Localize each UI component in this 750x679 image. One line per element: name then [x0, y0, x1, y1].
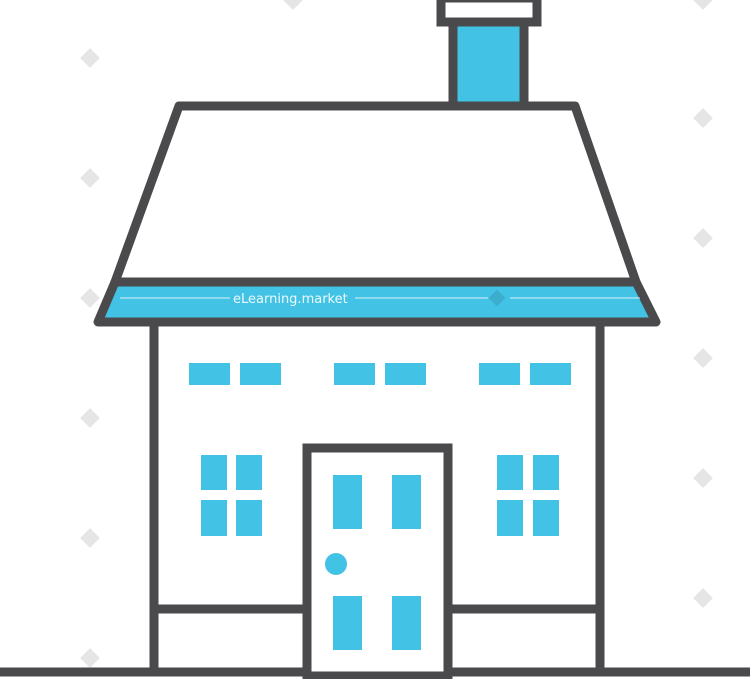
door-panel-top-right	[392, 475, 421, 529]
watermark-overlay: eLearning.market	[120, 289, 640, 307]
watermark-diamond-icon	[80, 288, 100, 308]
watermark-diamond-icon	[80, 168, 100, 188]
watermark-diamond-icon	[283, 0, 303, 10]
left-window-pane-2	[236, 455, 262, 490]
right-window	[497, 455, 559, 536]
watermark-diamond-icon	[693, 108, 713, 128]
right-window-pane-2	[533, 455, 559, 490]
roof-eave-band	[93, 277, 661, 327]
watermark-diamond-icon	[80, 408, 100, 428]
door-panel-bottom-left	[333, 596, 362, 650]
watermark-diamond-icon	[80, 648, 100, 668]
upper-window-4	[385, 363, 426, 385]
watermark-diamond-icon	[693, 0, 713, 10]
upper-window-5	[479, 363, 520, 385]
roof	[93, 101, 661, 327]
watermark-diamond-icon	[693, 348, 713, 368]
door-panel-top-left	[333, 475, 362, 529]
watermark-diamond-icon	[693, 228, 713, 248]
watermark-logo-icon	[488, 289, 506, 307]
left-window-pane-1	[201, 455, 227, 490]
right-window-pane-4	[533, 500, 559, 536]
chimney-body	[448, 17, 529, 111]
watermark-text: eLearning.market	[233, 292, 348, 307]
watermark-diamond-icon	[693, 468, 713, 488]
upper-window-2	[240, 363, 281, 385]
left-window-pane-4	[236, 500, 262, 536]
front-door	[302, 443, 453, 679]
upper-windows	[189, 363, 571, 385]
right-window-pane-3	[497, 500, 523, 536]
roof-body	[110, 101, 641, 287]
upper-window-6	[530, 363, 571, 385]
left-window	[201, 455, 262, 536]
chimney	[436, 0, 542, 111]
door-panel-bottom-right	[392, 596, 421, 650]
right-window-pane-1	[497, 455, 523, 490]
upper-window-3	[334, 363, 375, 385]
watermark-diamond-icon	[80, 48, 100, 68]
chimney-cap	[436, 0, 542, 27]
watermark-diamond-icon	[693, 588, 713, 608]
upper-window-1	[189, 363, 230, 385]
door-knob	[325, 553, 347, 575]
watermark-diamond-icon	[80, 528, 100, 548]
left-window-pane-3	[201, 500, 227, 536]
